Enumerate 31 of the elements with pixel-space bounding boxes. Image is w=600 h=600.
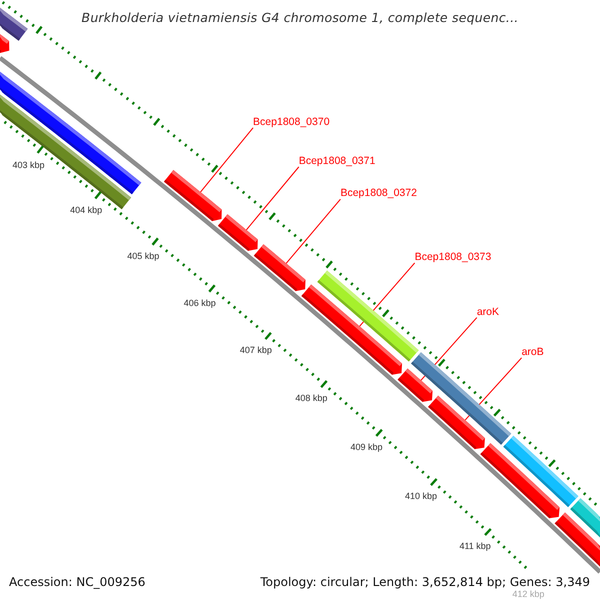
tick-label: 407 kbp [240,345,272,356]
tick-label: 412 kbp [512,589,544,599]
gene-block [0,8,28,41]
tick-label: 409 kbp [350,442,382,452]
tick-label: 405 kbp [127,251,160,262]
gene-block [317,270,419,362]
tick-label: 411 kbp [459,540,491,551]
tick-label: 404 kbp [70,205,102,216]
leader-line [286,198,341,264]
tick-label: 406 kbp [184,298,216,308]
tick-label: 408 kbp [295,393,328,404]
gene-block [428,396,485,450]
gene-label: Bcep1808_0372 [340,188,417,200]
gene-label: Bcep1808_0370 [253,116,330,128]
leader-line [200,127,254,193]
gene-label: Bcep1808_0371 [298,156,376,167]
info-text: Topology: circular; Length: 3,652,814 bp; Genes: 3,349 [260,576,590,589]
info-text: Accession: NC_009256 [9,576,146,589]
map-title: Burkholderia vietnamiensis G4 chromosome 1, complete sequenc... [82,10,518,25]
tick-label: 403 kbp [12,160,45,170]
gene-label: Bcep1808_0373 [414,252,492,263]
gene-block [0,34,10,53]
tick-label: 410 kbp [404,491,437,502]
gene-block [254,244,306,292]
gene-block [503,436,578,508]
gene-block [570,498,600,538]
leader-line [246,166,300,230]
gene-block [218,214,258,251]
gene-label: aroB [522,346,544,358]
gene-block [164,170,222,222]
gene-label: aroK [476,306,500,318]
